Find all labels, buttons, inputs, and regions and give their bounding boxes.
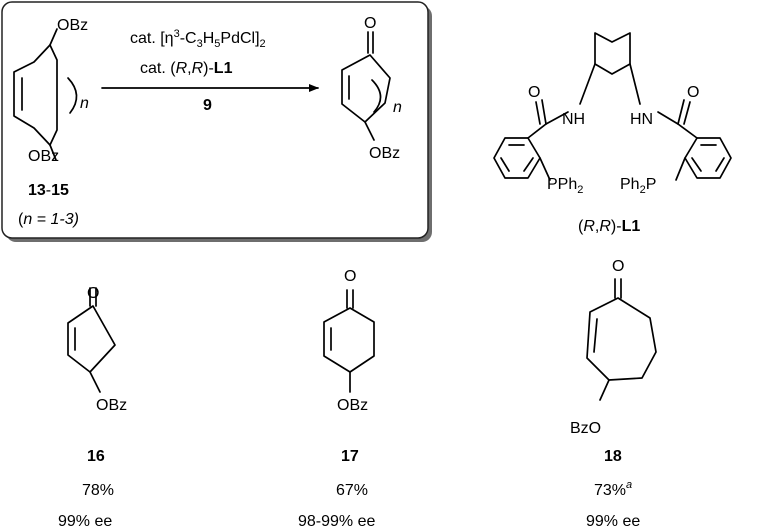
product-18-ee: 99% ee: [586, 513, 640, 530]
product-17-obz: OBz: [337, 397, 368, 414]
generic-product-ring-index: n: [393, 99, 402, 116]
catalyst-ligand: cat. (R,R)-L1: [140, 60, 233, 77]
ligand-oxygen-left: O: [528, 84, 540, 101]
product-18-oxygen: O: [612, 258, 624, 275]
product-18-label: 18: [604, 448, 622, 465]
ligand-nh-left: NH: [562, 111, 585, 128]
ligand-nh-right: HN: [630, 111, 653, 128]
substrate-ring-index: n: [80, 95, 89, 112]
generic-product-oxygen: O: [364, 15, 376, 32]
generic-product-obz: OBz: [369, 145, 400, 162]
ligand-phosphine-right: Ph2P: [620, 176, 656, 196]
ligand-oxygen-right: O: [687, 84, 699, 101]
product-16-label: 16: [87, 448, 105, 465]
ligand-phosphine-left: PPh2: [547, 176, 583, 196]
product-17-structure: [323, 289, 375, 393]
product-17-oxygen: O: [344, 268, 356, 285]
product-18-structure: [586, 278, 657, 401]
catalyst-palladium: cat. [η3-C3H5PdCl]2: [130, 28, 266, 50]
substrate-range-note: (n = 1-3): [18, 211, 79, 228]
product-16-yield: 78%: [82, 482, 114, 499]
substrate-label: 13-15: [28, 182, 69, 199]
product-17-yield: 67%: [336, 482, 368, 499]
ligand-structure: [493, 32, 732, 181]
reagent-label: 9: [203, 97, 212, 114]
product-17-label: 17: [341, 448, 359, 465]
substrate-structure: [13, 28, 78, 161]
product-16-ee: 99% ee: [58, 513, 112, 530]
generic-product-structure: [341, 31, 391, 141]
product-17-ee: 98-99% ee: [298, 513, 375, 530]
reaction-box: [1, 1, 432, 242]
substrate-obz-top: OBz: [57, 17, 88, 34]
product-16-structure: [67, 287, 116, 393]
ligand-label: (R,R)-L1: [578, 218, 640, 235]
product-16-oxygen: O: [87, 285, 99, 302]
product-16-obz: OBz: [96, 397, 127, 414]
substrate-obz-bottom: OBz: [28, 148, 59, 165]
product-18-bzo: BzO: [570, 420, 601, 437]
product-18-yield: 73%a: [594, 479, 632, 499]
